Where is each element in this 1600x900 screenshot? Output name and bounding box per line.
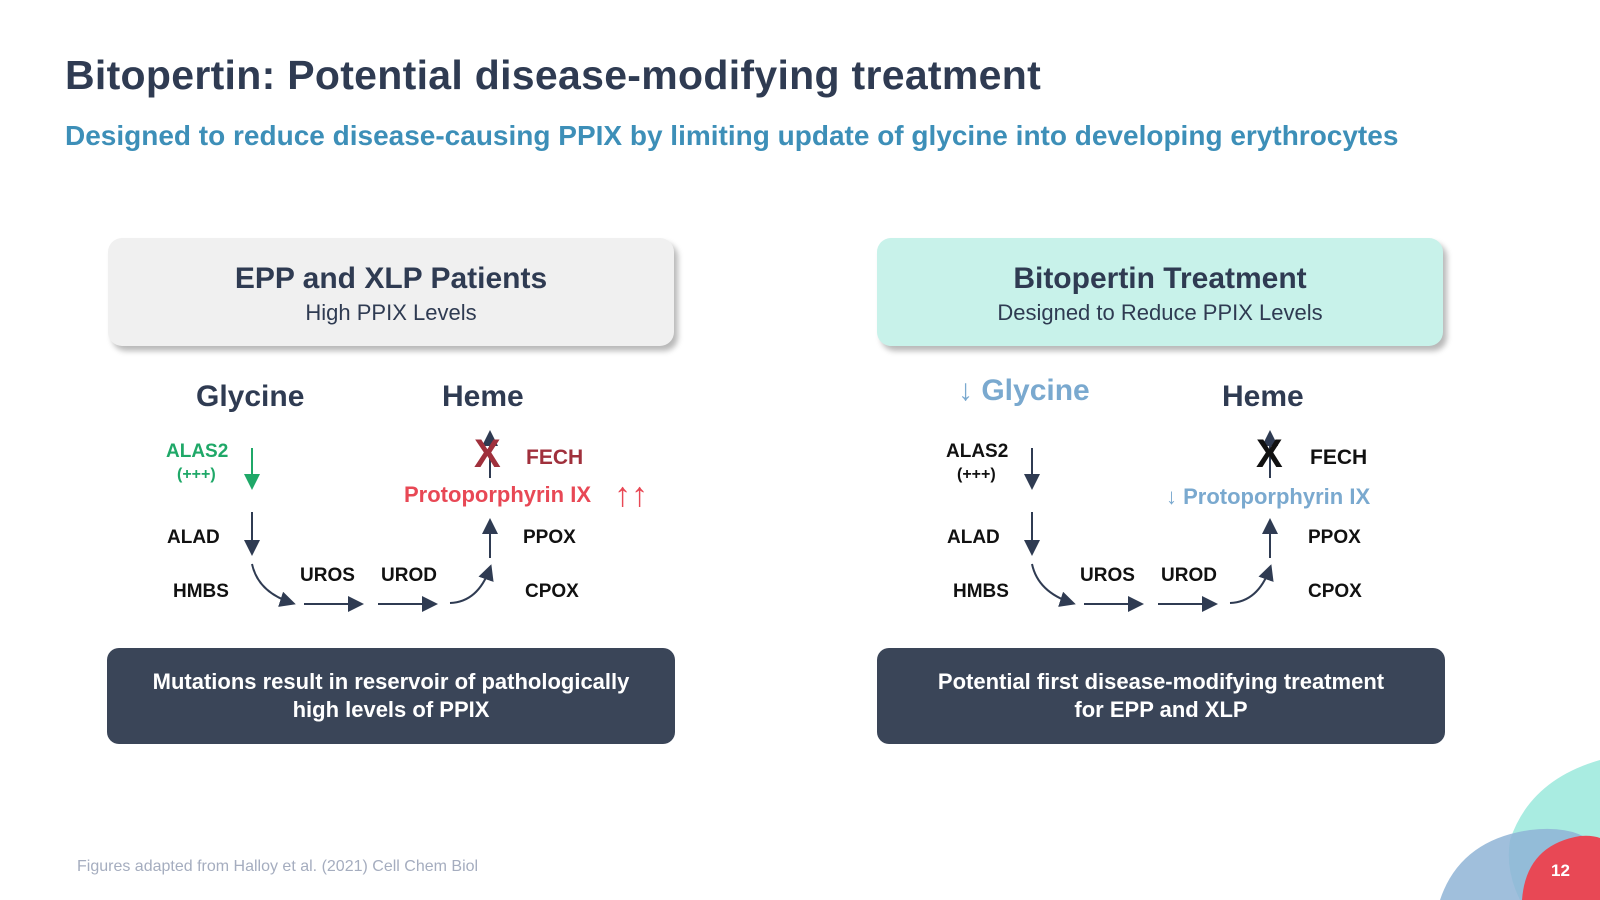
fech-block-icon: X [474, 432, 501, 476]
hmbs-label: HMBS [953, 581, 1009, 602]
bitopertin-pathway-diagram: ↓ Glycine Heme ALAS2 (+++) ALAD HMBS URO… [890, 370, 1450, 630]
epp-xlp-footer-box: Mutations result in reservoir of patholo… [107, 648, 675, 744]
epp-xlp-header-subtitle: High PPIX Levels [305, 300, 477, 325]
slide-subtitle: Designed to reduce disease-causing PPIX … [65, 120, 1399, 151]
urod-label: UROD [1161, 565, 1217, 586]
uros-label: UROS [1080, 565, 1135, 586]
heme-label: Heme [1222, 380, 1304, 413]
epp-xlp-header-box: EPP and XLP Patients High PPIX Levels [108, 238, 674, 346]
pathway-arrows [1024, 430, 1278, 612]
hmbs-curve-arrow [251, 563, 296, 607]
corner-decoration-icon [1440, 760, 1600, 900]
alas2-level: (+++) [957, 466, 996, 483]
bitopertin-header-box: Bitopertin Treatment Designed to Reduce … [877, 238, 1443, 346]
uros-label: UROS [300, 565, 355, 586]
fech-label: FECH [1310, 446, 1368, 469]
bitopertin-footer-text: Potential first disease-modifying treatm… [937, 669, 1385, 722]
fech-label: FECH [526, 446, 584, 469]
ppix-up-arrows-icon: ↑↑ [614, 476, 648, 514]
cpox-curve-arrow [449, 564, 494, 604]
heme-label: Heme [442, 380, 524, 413]
glycine-label: Glycine [196, 380, 305, 413]
protoporphyrin-label: ↓ Protoporphyrin IX [1166, 484, 1371, 509]
urod-label: UROD [381, 565, 437, 586]
bitopertin-footer-box: Potential first disease-modifying treatm… [877, 648, 1445, 744]
bitopertin-header-title: Bitopertin Treatment [1013, 262, 1307, 295]
epp-xlp-pathway-diagram: Glycine Heme ALAS2 (+++) ALAD HMBS UROS … [110, 370, 670, 630]
epp-xlp-footer-text: Mutations result in reservoir of patholo… [152, 669, 630, 722]
cpox-label: CPOX [1308, 581, 1362, 602]
alas2-level: (+++) [177, 466, 216, 483]
hmbs-label: HMBS [173, 581, 229, 602]
protoporphyrin-label: Protoporphyrin IX [404, 482, 591, 507]
source-citation: Figures adapted from Halloy et al. (2021… [77, 858, 479, 875]
alas2-label: ALAS2 [166, 441, 229, 462]
alad-label: ALAD [167, 527, 220, 548]
page-number: 12 [1551, 861, 1570, 880]
epp-xlp-header-title: EPP and XLP Patients [234, 262, 548, 295]
bitopertin-header-subtitle: Designed to Reduce PPIX Levels [997, 300, 1323, 325]
slide-title: Bitopertin: Potential disease-modifying … [65, 52, 1042, 98]
alas2-label: ALAS2 [946, 441, 1009, 462]
ppox-label: PPOX [1308, 527, 1361, 548]
ppox-label: PPOX [523, 527, 576, 548]
alad-label: ALAD [947, 527, 1000, 548]
glycine-label: ↓ Glycine [958, 374, 1090, 407]
hmbs-curve-arrow [1031, 563, 1076, 607]
pathway-arrows [244, 430, 498, 612]
fech-block-icon: X [1256, 432, 1283, 476]
cpox-label: CPOX [525, 581, 579, 602]
cpox-curve-arrow [1229, 564, 1274, 604]
